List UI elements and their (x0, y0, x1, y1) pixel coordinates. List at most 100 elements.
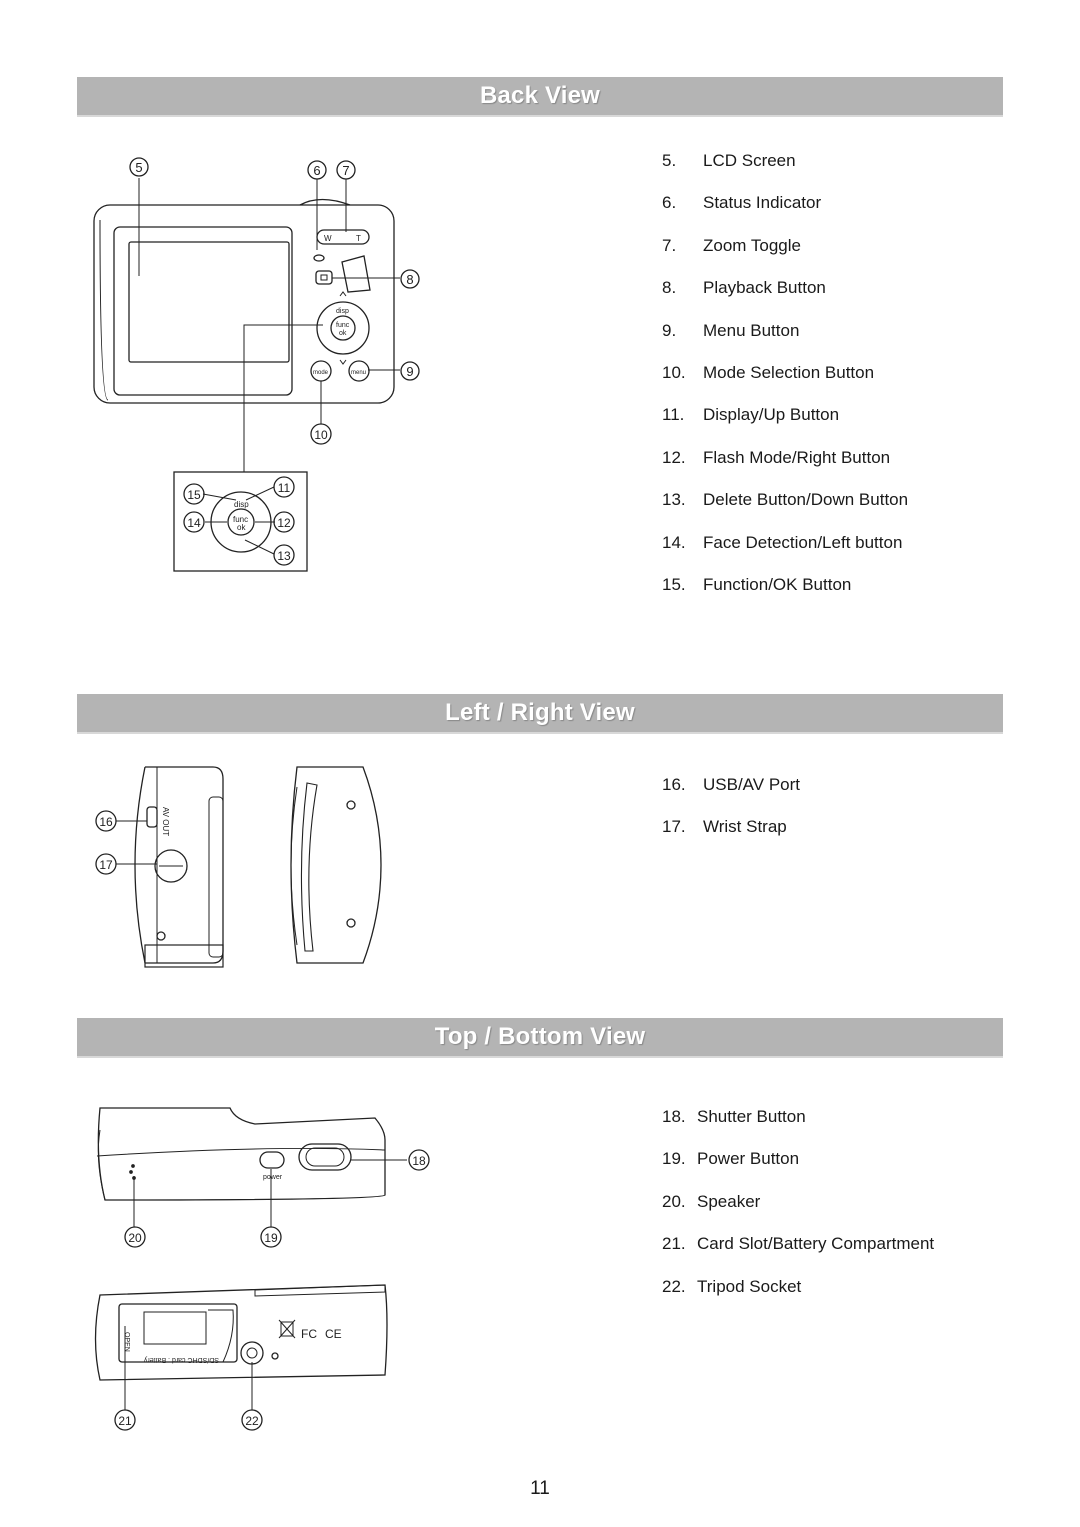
legend-item: 19. Power Button (662, 1149, 934, 1191)
zoom-w-label: W (324, 234, 332, 243)
legend-label: Playback Button (703, 278, 826, 298)
inset-disp-label: disp (234, 500, 249, 509)
legend-number: 10. (662, 362, 686, 382)
ce-mark: CE (325, 1327, 342, 1341)
section-title-left-right-view: Left / Right View (445, 699, 635, 726)
camera-back-illustration: W T disp func ok mode menu 5 6 7 8 9 10 … (80, 150, 440, 580)
legend-item: 11. Display/Up Button (662, 405, 908, 447)
legend-number: 15. (662, 574, 686, 594)
legend-item: 10. Mode Selection Button (662, 363, 908, 405)
callout-10: 10 (310, 423, 332, 445)
shutter-button (298, 1143, 352, 1171)
legend-label: LCD Screen (703, 151, 796, 170)
svg-text:17: 17 (99, 858, 113, 872)
section-banner-top-bottom-view: Top / Bottom View (77, 1018, 1003, 1058)
disp-label: disp (336, 308, 349, 315)
legend-item: 9. Menu Button (662, 321, 908, 363)
legend-item: 20. Speaker (662, 1192, 934, 1234)
svg-text:22: 22 (245, 1414, 259, 1428)
legend-label: Menu Button (703, 320, 800, 340)
legend-item: 15.Function/OK Button (662, 575, 908, 617)
svg-text:11: 11 (278, 481, 291, 495)
legend-item: 12.Flash Mode/Right Button (662, 448, 908, 490)
legend-label: Flash Mode/Right Button (703, 447, 891, 467)
callout-20: 20 (124, 1226, 146, 1248)
callout-9: 9 (400, 361, 420, 381)
camera-right-side (290, 766, 382, 964)
fc-mark: FC (301, 1327, 317, 1341)
callout-19: 19 (260, 1226, 282, 1248)
legend-number: 8. (662, 278, 677, 298)
power-button (259, 1151, 285, 1169)
legend-label: Mode Selection Button (703, 362, 875, 382)
legend-number: 14. (662, 532, 686, 552)
legend-number: 11. (662, 405, 685, 425)
legend-item: 17. Wrist Strap (662, 817, 800, 859)
callout-22: 22 (241, 1409, 263, 1431)
legend-label: Wrist Strap (703, 817, 787, 837)
camera-bottom-view: OPEN SD/SDHC card . Battery FC CE (94, 1284, 388, 1410)
camera-side-illustrations: AV OUT 16 17 (85, 755, 385, 975)
legend-number: 5. (662, 151, 677, 170)
legend-label: Speaker (697, 1191, 761, 1211)
svg-text:7: 7 (342, 163, 349, 178)
legend-left-right-view: 16.USB/AV Port 17. Wrist Strap (662, 775, 800, 860)
legend-number: 19. (662, 1149, 686, 1169)
legend-label: Display/Up Button (703, 405, 840, 425)
svg-text:8: 8 (406, 272, 413, 287)
legend-label: Power Button (697, 1149, 800, 1169)
legend-number: 22. (662, 1276, 686, 1296)
svg-text:16: 16 (99, 815, 113, 829)
svg-text:13: 13 (277, 549, 291, 563)
section-title-back-view: Back View (479, 82, 601, 109)
func-label: func (336, 322, 350, 329)
navigation-pad-inset (173, 471, 308, 572)
callout-15: 15 (183, 483, 205, 505)
legend-item: 21.Card Slot/Battery Compartment (662, 1234, 934, 1276)
power-label: power (263, 1174, 283, 1181)
av-out-label: AV OUT (161, 807, 170, 836)
legend-label: Card Slot/Battery Compartment (697, 1234, 935, 1254)
legend-item: 7.Zoom Toggle (662, 236, 908, 278)
legend-label: Tripod Socket (697, 1276, 802, 1296)
callout-11: 11 (273, 476, 295, 498)
legend-number: 7. (662, 235, 677, 255)
callout-5: 5 (129, 157, 149, 177)
legend-number: 6. (662, 193, 677, 213)
legend-item: 6. Status Indicator (662, 193, 908, 235)
svg-text:9: 9 (406, 364, 413, 379)
legend-item: 8. Playback Button (662, 278, 908, 320)
legend-number: 18. (662, 1107, 686, 1126)
svg-text:10: 10 (314, 428, 328, 442)
camera-top-view: power (96, 1107, 407, 1227)
ok-label: ok (339, 330, 347, 337)
callout-8: 8 (400, 269, 420, 289)
card-battery-label: SD/SDHC card . Battery (143, 1356, 219, 1363)
legend-back-view: 5. LCD Screen 6. Status Indicator 7.Zoom T… (662, 151, 908, 617)
svg-text:12: 12 (277, 516, 291, 530)
legend-label: Status Indicator (703, 193, 822, 213)
svg-text:6: 6 (313, 163, 320, 178)
inset-ok-label: ok (237, 523, 246, 532)
page-number: 11 (530, 1478, 550, 1499)
legend-item: 5. LCD Screen (662, 151, 908, 193)
legend-item: 16.USB/AV Port (662, 775, 800, 817)
legend-number: 20. (662, 1191, 686, 1211)
callout-7: 7 (336, 160, 356, 180)
section-banner-left-right-view: Left / Right View (77, 694, 1003, 734)
mode-label: mode (313, 370, 329, 376)
tripod-socket (240, 1341, 264, 1365)
legend-label: Shutter Button (697, 1107, 806, 1126)
card-slot-battery-door (118, 1303, 238, 1363)
legend-number: 17. (662, 817, 686, 837)
legend-number: 9. (662, 320, 677, 340)
svg-text:5: 5 (135, 160, 142, 175)
callout-14: 14 (183, 511, 205, 533)
lcd-screen (128, 241, 290, 363)
legend-label: Face Detection/Left button (703, 532, 903, 552)
menu-button (348, 360, 370, 382)
menu-label: menu (351, 370, 366, 376)
zoom-t-label: T (356, 234, 361, 243)
section-title-top-bottom-view: Top / Bottom View (434, 1023, 646, 1050)
wrist-strap-loop (154, 849, 188, 883)
